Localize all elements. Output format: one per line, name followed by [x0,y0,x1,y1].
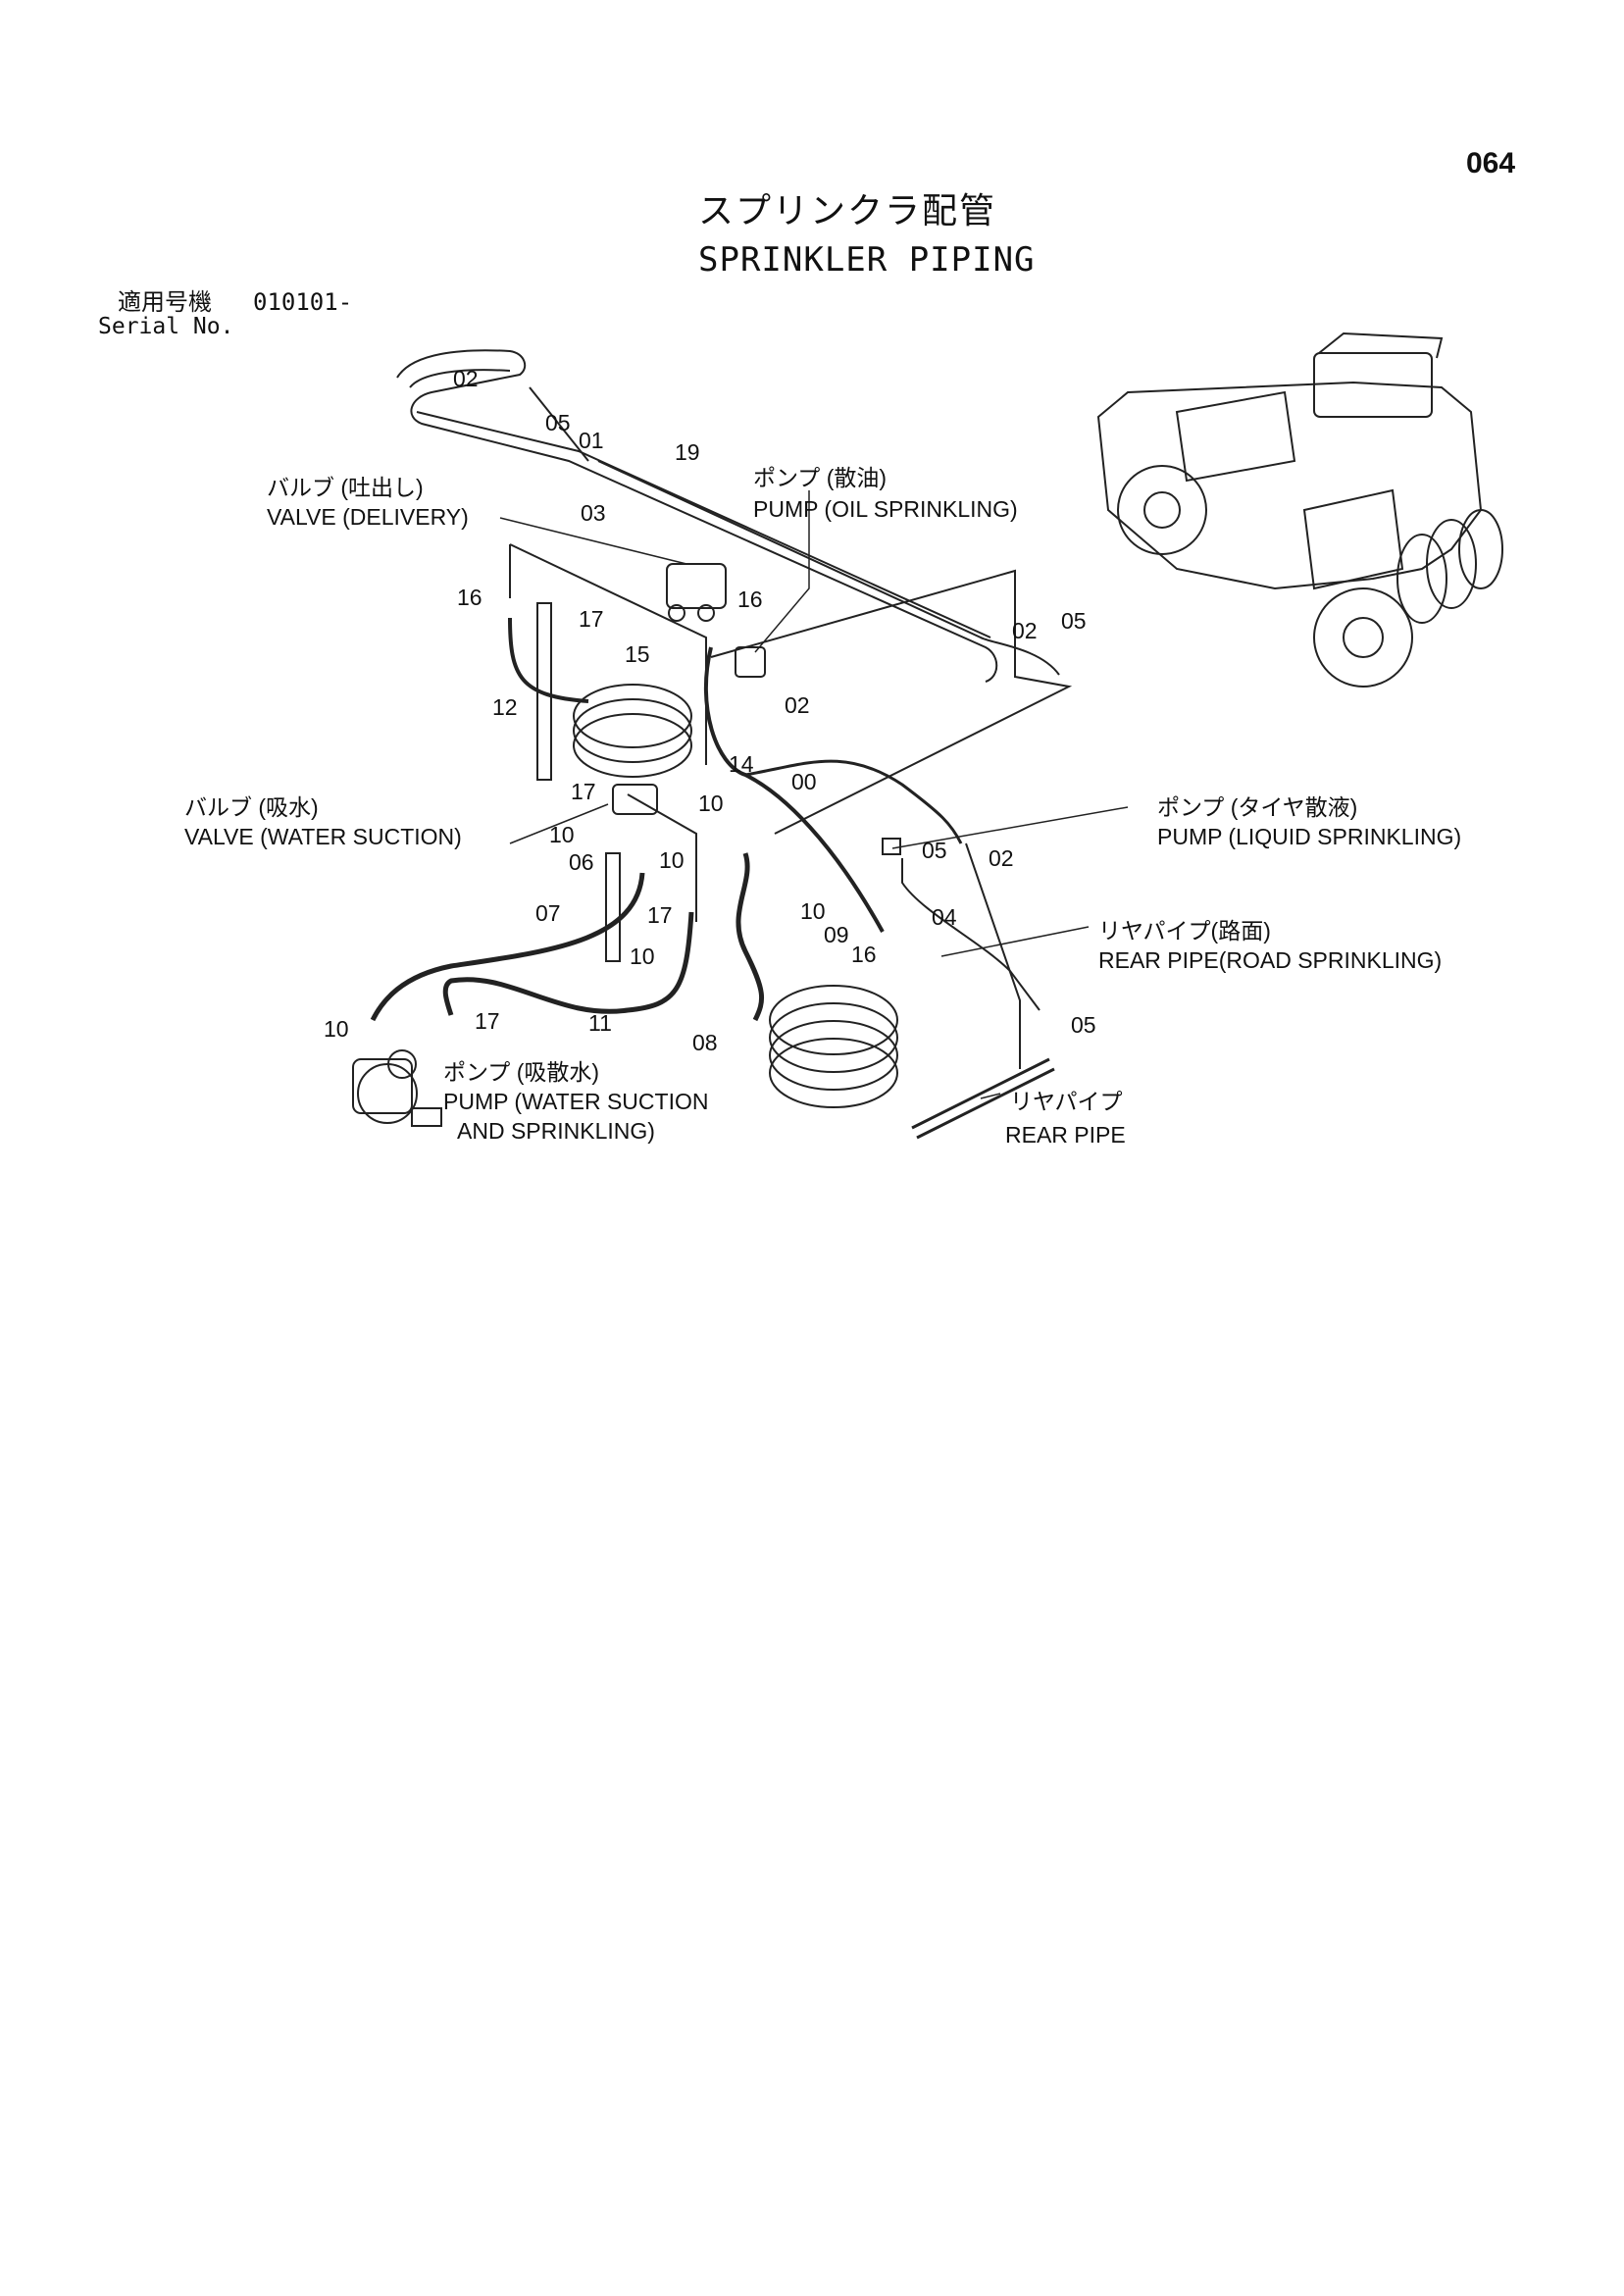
pump-water-label-en-1: PUMP (WATER SUCTION [443,1089,709,1114]
valve-suction-frame [627,793,697,922]
leader-rear-pipe [980,1093,1001,1099]
pump-water-housing [352,1058,413,1114]
coil-08-b [769,1002,898,1073]
coil-08-a [769,985,898,1055]
coil-15-c [573,713,692,778]
valve-delivery-frame [509,543,707,765]
part-number: 08 [692,1030,718,1055]
valve-delivery-label-en: VALVE (DELIVERY) [267,504,469,530]
upper-pipe-loop [396,349,998,683]
pipe-rear [965,842,1021,1069]
rear-pipe-label-ja: リヤパイプ [1010,1089,1123,1114]
hose-to-coil-08 [736,852,765,1022]
part-number: 02 [453,366,479,391]
leader-pump-liquid [891,806,1129,849]
long-pipe [597,460,1060,676]
leader-pump-oil [754,490,810,653]
coil-08-d [769,1038,898,1108]
part-number: 11 [588,1010,612,1036]
part-number: 10 [324,1016,349,1042]
part-number: 05 [922,838,947,863]
part-number: 09 [824,922,849,947]
pump-liquid-body [882,838,901,855]
machine-illustration [1096,332,1503,688]
hose-12 [508,617,589,703]
part-number: 02 [989,845,1014,871]
part-number: 16 [737,587,763,612]
pump-water-flange [387,1049,417,1079]
pipe-01 [529,386,589,462]
part-number: 02 [785,692,810,718]
tube-12-vertical [536,602,552,781]
coil-15-b [573,698,692,763]
valve-delivery-port-a [668,604,685,622]
part-number: 04 [932,904,957,930]
part-number: 17 [579,606,604,632]
part-number: 00 [791,769,817,794]
leader-valve-delivery [499,517,687,565]
hose-00 [744,759,963,844]
part-number: 02 [1012,618,1038,643]
part-number: 17 [571,779,596,804]
valve-delivery-block [666,563,727,609]
serial-value: 010101- [253,288,353,316]
pump-oil-frame [710,569,1073,835]
hose-07 [370,872,645,1022]
pump-water-outlet [411,1107,442,1127]
tube-06 [605,852,621,962]
pipe-04 [901,858,1040,1011]
part-number: 10 [549,822,575,847]
leader-rear-road [940,926,1090,957]
part-number: 17 [475,1008,500,1034]
part-number: 16 [851,942,877,967]
part-number: 10 [630,944,655,969]
part-number: 07 [535,900,561,926]
rear-pipe-label-en: REAR PIPE [1005,1122,1126,1148]
serial-label-english: Serial No. [98,314,234,339]
rear-pipe-road-label-en: REAR PIPE(ROAD SPRINKLING) [1098,947,1443,973]
part-number: 12 [492,694,518,720]
upper-pipe-loop-inner [409,369,991,638]
pump-liquid-label-en: PUMP (LIQUID SPRINKLING) [1157,824,1462,849]
page-number: 064 [1466,147,1516,179]
pump-oil-label-en: PUMP (OIL SPRINKLING) [753,496,1018,522]
part-number: 03 [581,500,606,526]
pump-oil-label-ja: ポンプ (散油) [753,465,888,490]
part-number: 19 [675,439,700,465]
valve-suction-label-en: VALVE (WATER SUCTION) [184,824,462,849]
title-japanese: スプリンクラ配管 [698,191,997,231]
valve-suction-label-ja: バルブ (吸水) [184,794,319,820]
coil-08-c [769,1020,898,1091]
part-number: 17 [647,902,673,928]
coil-15-a [573,684,692,748]
part-number: 14 [729,751,754,777]
title-english: SPRINKLER PIPING [698,240,1036,280]
valve-delivery-label-ja: バルブ (吐出し) [267,475,424,500]
part-number: 01 [579,428,604,453]
part-number: 05 [545,410,571,435]
part-number: 16 [457,585,482,610]
part-number: 10 [800,898,826,924]
part-number: 10 [698,791,724,816]
hose-11 [442,911,694,1016]
rear-pipe-bar [911,1057,1055,1140]
part-number: 05 [1061,608,1087,634]
pump-water-label-en-2: AND SPRINKLING) [457,1118,655,1144]
part-number: 06 [569,849,594,875]
serial-label-japanese: 適用号機 [118,288,212,316]
valve-delivery-port-b [697,604,715,622]
valve-suction-block [612,784,658,815]
leader-valve-suction [509,803,609,844]
pump-oil-body [735,646,766,678]
pump-water-label-ja: ポンプ (吸散水) [443,1059,600,1085]
rear-pipe-road-label-ja: リヤパイプ(路面) [1098,918,1271,944]
part-number: 10 [659,847,685,873]
pump-liquid-label-ja: ポンプ (タイヤ散液) [1157,794,1358,820]
part-number: 05 [1071,1012,1096,1038]
part-number: 15 [625,641,650,667]
